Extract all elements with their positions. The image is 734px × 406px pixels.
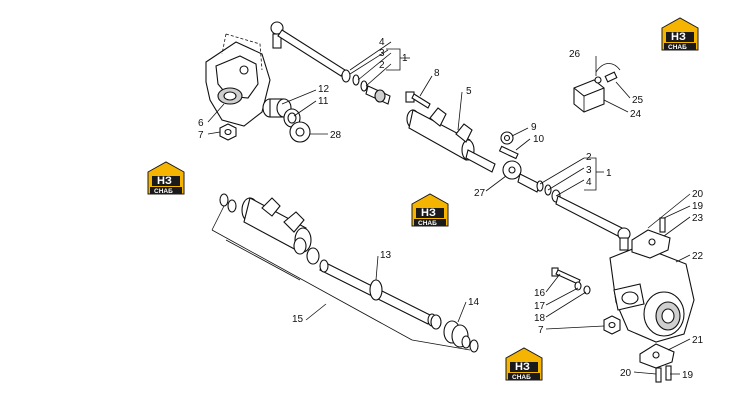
label-23: 23 — [692, 213, 704, 224]
svg-text:СНАБ: СНАБ — [418, 220, 437, 227]
label-20-upper: 20 — [692, 189, 704, 200]
bolts-19-20-lower — [655, 365, 672, 383]
label-20-lower: 20 — [620, 368, 632, 379]
label-1-lower: 1 — [606, 168, 612, 179]
label-24: 24 — [630, 109, 642, 120]
cylinder-body-upper — [406, 107, 496, 173]
washer-28 — [289, 121, 311, 143]
seal-kit-14 — [430, 314, 479, 353]
bolt-19-20-upper — [659, 217, 666, 233]
label-14: 14 — [468, 297, 480, 308]
label-28: 28 — [330, 130, 342, 141]
svg-text:НЗ: НЗ — [671, 31, 686, 43]
label-11: 11 — [318, 96, 329, 107]
label-7-left: 7 — [198, 130, 204, 141]
label-18: 18 — [534, 313, 546, 324]
label-12: 12 — [318, 84, 330, 95]
label-10: 10 — [533, 134, 545, 145]
logo-left: НЗ СНАБ — [147, 161, 185, 195]
washer-9 — [500, 131, 514, 145]
pin-10 — [498, 145, 519, 160]
label-8: 8 — [434, 68, 440, 79]
label-2-lower: 2 — [586, 152, 592, 163]
label-22: 22 — [692, 251, 704, 262]
tie-rod-upper — [270, 21, 391, 105]
label-2-upper: 2 — [379, 60, 385, 71]
svg-text:СНАБ: СНАБ — [512, 374, 531, 381]
callout-labels: 4 3 2 1 8 5 9 10 12 11 28 6 7 27 2 3 4 1… — [198, 37, 704, 381]
kingpin-cover-23 — [631, 229, 671, 259]
kingpin-cover-21 — [639, 343, 675, 369]
washer-27 — [502, 160, 522, 180]
label-15: 15 — [292, 314, 304, 325]
label-17: 17 — [534, 301, 546, 312]
svg-text:СНАБ: СНАБ — [668, 44, 687, 51]
svg-text:СНАБ: СНАБ — [154, 188, 173, 195]
label-27: 27 — [474, 188, 486, 199]
svg-text:НЗ: НЗ — [421, 207, 436, 219]
label-25: 25 — [632, 95, 644, 106]
svg-text:НЗ: НЗ — [515, 361, 530, 373]
label-1-upper: 1 — [402, 53, 408, 64]
label-7-right: 7 — [538, 325, 544, 336]
label-21: 21 — [692, 335, 704, 346]
logo-center: НЗ СНАБ — [411, 193, 449, 227]
steering-knuckle-left — [205, 33, 271, 127]
label-19-upper: 19 — [692, 201, 704, 212]
sensor-25 — [594, 63, 621, 84]
label-5: 5 — [466, 86, 472, 97]
label-4-upper: 4 — [379, 37, 385, 48]
svg-text:НЗ: НЗ — [157, 175, 172, 187]
sensor-bracket-24 — [573, 79, 605, 113]
cylinder-barrel-15 — [219, 193, 320, 265]
leader-lines — [207, 41, 691, 375]
label-6: 6 — [198, 118, 204, 129]
label-16: 16 — [534, 288, 546, 299]
label-3-lower: 3 — [586, 165, 592, 176]
logo-bottom: НЗ СНАБ — [505, 347, 543, 381]
label-26: 26 — [569, 49, 581, 60]
logo-top-right: НЗ СНАБ — [661, 17, 699, 51]
steering-knuckle-right — [609, 245, 695, 343]
bolt-16 — [551, 267, 581, 285]
label-19-lower: 19 — [682, 370, 694, 381]
nut-7-right — [603, 315, 621, 335]
label-3-upper: 3 — [379, 48, 385, 59]
nut-7-left — [219, 123, 237, 141]
label-13: 13 — [380, 250, 392, 261]
bolt-8 — [405, 91, 431, 109]
label-9: 9 — [531, 122, 537, 133]
label-4-lower: 4 — [586, 177, 592, 188]
piston-rod-13 — [319, 259, 437, 327]
